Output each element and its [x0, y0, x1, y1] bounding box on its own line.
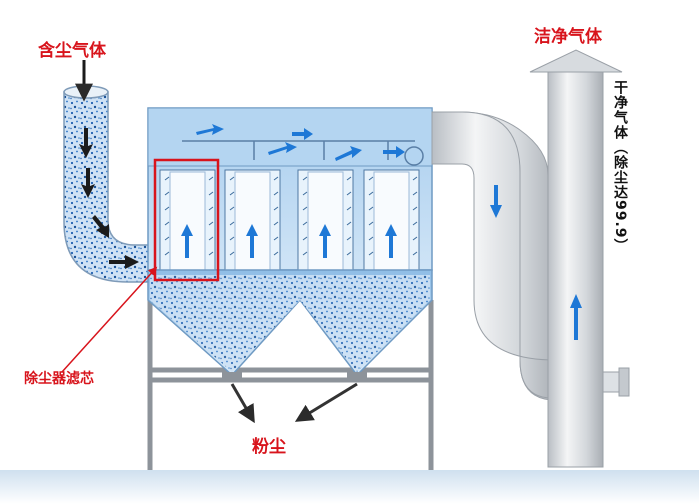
- dust-hoppers: [147, 269, 433, 382]
- stack-port-flange: [618, 367, 630, 397]
- clean-gas-vertical-label: 干净气体（除尘达99.9）: [612, 80, 628, 254]
- filter-flow-arrows: [181, 224, 397, 258]
- clean-gas-label: 洁净气体: [534, 27, 602, 47]
- filter-pleats: [164, 176, 418, 256]
- exhaust-stack: [547, 71, 604, 468]
- floor-shadow: [0, 470, 699, 504]
- stack-flow-arrow: [570, 294, 582, 340]
- stack-cap: [529, 49, 623, 73]
- inlet-flow-arrows: [79, 128, 139, 269]
- filter-pointer-arrow: [61, 266, 158, 373]
- dust-discharge-arrow-left: [230, 383, 255, 424]
- plenum-flow-arrows: [196, 124, 405, 161]
- filter-cartridge-1: [159, 169, 216, 276]
- filter-cartridge-label: 除尘器滤芯: [24, 371, 94, 387]
- dust-label: 粉尘: [252, 437, 286, 457]
- filter-cartridge-highlight: [153, 158, 220, 282]
- dusty-gas-label: 含尘气体: [38, 41, 106, 61]
- dust-discharge-arrow-right: [294, 382, 358, 422]
- pulse-pipe: [182, 140, 424, 166]
- inlet-pipe-opening: [63, 85, 109, 99]
- stack-port: [602, 371, 620, 393]
- filter-cartridge-3: [297, 169, 354, 276]
- support-frame: [147, 300, 434, 470]
- duct-flow-arrow: [490, 185, 502, 218]
- clean-air-plenum: [147, 107, 433, 167]
- inlet-pipe: [63, 91, 151, 283]
